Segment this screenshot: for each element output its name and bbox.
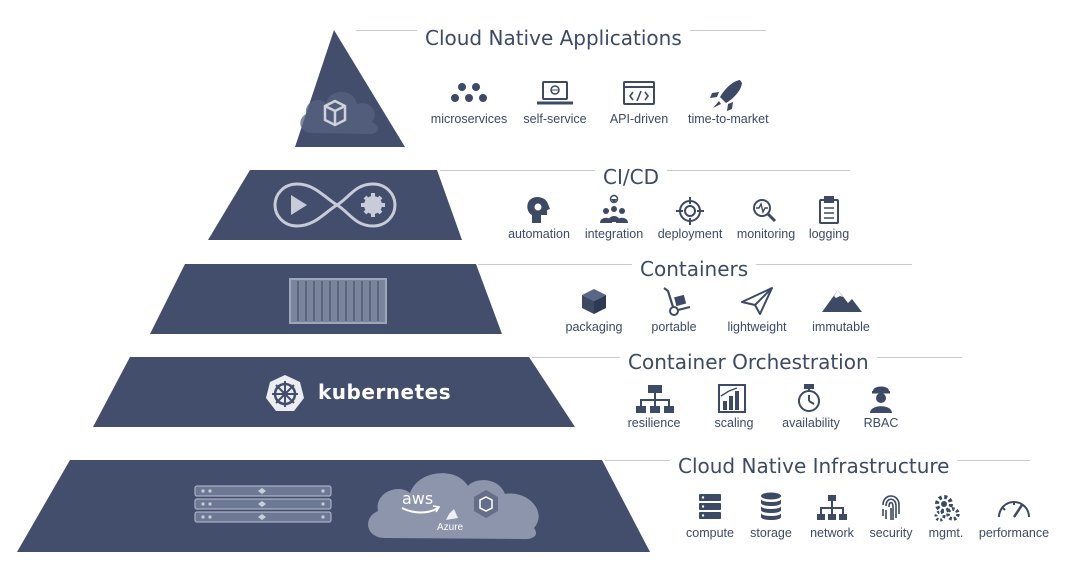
feature-immutable: immutable <box>801 320 881 334</box>
layer-title-containers: Containers <box>632 257 757 281</box>
feature-availability: availability <box>771 416 851 430</box>
feature-label: API-driven <box>609 112 669 126</box>
feature-rbac: RBAC <box>841 416 921 430</box>
feature-storage: storage <box>731 526 811 540</box>
shipping-container-icon <box>289 278 387 324</box>
feature-label: availability <box>782 416 840 430</box>
paper-plane-icon <box>741 287 773 315</box>
feature-portable: portable <box>634 320 714 334</box>
play-gear-infinity-icon <box>273 182 397 228</box>
azure-wordmark: Azure <box>437 522 464 533</box>
feature-label: time-to-market <box>688 112 769 126</box>
officer-icon <box>870 386 892 413</box>
feature-label: self-service <box>523 112 587 126</box>
layer-title-cicd: CI/CD <box>595 165 667 189</box>
fingerprint-icon <box>882 495 900 520</box>
server-rack-icon <box>194 485 332 523</box>
feature-label: logging <box>808 227 850 241</box>
feature-automation: automation <box>499 227 579 241</box>
feature-label: scaling <box>714 416 754 430</box>
feature-label: immutable <box>812 320 870 334</box>
feature-label: performance <box>978 526 1050 540</box>
feature-mgmt: mgmt. <box>906 526 986 540</box>
feature-lightweight: lightweight <box>717 320 797 334</box>
feature-integration: integration <box>574 227 654 241</box>
magnifier-pulse-icon <box>753 199 777 223</box>
hierarchy-icon <box>636 385 674 413</box>
microservices-icon <box>451 83 487 102</box>
clipboard-icon <box>819 196 839 224</box>
feature-api-driven: API-driven <box>599 112 679 126</box>
tier-orchestration <box>93 357 575 427</box>
feature-label: deployment <box>657 227 723 241</box>
head-gear-icon <box>527 196 550 223</box>
aws-wordmark: aws <box>402 489 434 508</box>
feature-logging: logging <box>789 227 869 241</box>
network-icon <box>817 495 847 520</box>
feature-label: packaging <box>565 320 623 334</box>
layer-title-orchestration: Container Orchestration <box>620 350 877 374</box>
cloud-box-icon <box>300 91 378 134</box>
feature-microservices: microservices <box>429 112 509 126</box>
feature-deployment: deployment <box>650 227 730 241</box>
team-icon <box>600 194 628 223</box>
feature-label: storage <box>750 526 792 540</box>
feature-self-service: self-service <box>515 112 595 126</box>
feature-label: portable <box>651 320 697 334</box>
feature-label: lightweight <box>727 320 787 334</box>
package-icon <box>582 289 606 314</box>
code-window-icon <box>623 81 655 105</box>
tier-infrastructure <box>17 460 650 552</box>
server-icon <box>699 494 721 519</box>
database-icon <box>761 492 781 520</box>
laptop-icon <box>537 81 573 105</box>
feature-security: security <box>851 526 931 540</box>
feature-resilience: resilience <box>614 416 694 430</box>
feature-monitoring: monitoring <box>726 227 806 241</box>
target-icon <box>676 197 704 225</box>
stopwatch-icon <box>798 384 820 412</box>
feature-label: security <box>869 526 913 540</box>
feature-label: resilience <box>627 416 681 430</box>
kubernetes-logo <box>266 375 304 411</box>
feature-scaling: scaling <box>694 416 774 430</box>
layer-title-infrastructure: Cloud Native Infrastructure <box>670 454 958 478</box>
gears-icon <box>934 495 960 522</box>
feature-label: mgmt. <box>928 526 964 540</box>
hand-truck-icon <box>663 287 691 316</box>
feature-label: network <box>810 526 854 540</box>
feature-compute: compute <box>670 526 750 540</box>
feature-label: automation <box>508 227 570 241</box>
feature-time-to-market: time-to-market <box>688 112 769 126</box>
kubernetes-wordmark: kubernetes <box>318 380 452 404</box>
infrastructure-cloud-icon <box>368 473 539 540</box>
feature-label: integration <box>584 227 644 241</box>
gauge-icon <box>998 501 1030 518</box>
rocket-icon <box>710 80 742 111</box>
feature-performance: performance <box>974 526 1054 540</box>
feature-network: network <box>792 526 872 540</box>
layer-title-applications: Cloud Native Applications <box>417 26 690 50</box>
feature-label: compute <box>686 526 734 540</box>
mountain-icon <box>822 290 862 312</box>
feature-label: RBAC <box>863 416 899 430</box>
bar-chart-icon <box>718 384 746 413</box>
feature-packaging: packaging <box>554 320 634 334</box>
feature-label: microservices <box>430 112 508 126</box>
feature-label: monitoring <box>736 227 796 241</box>
